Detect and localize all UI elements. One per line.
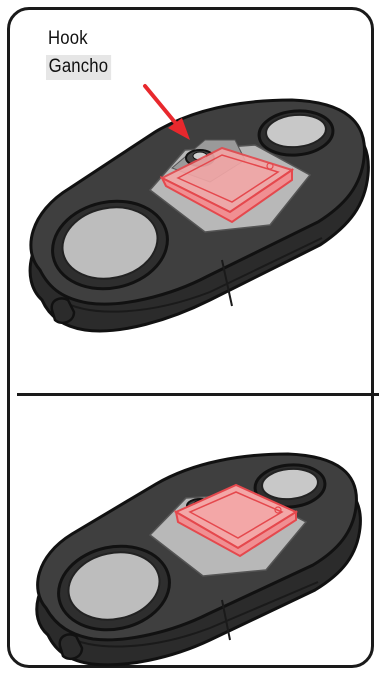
top-panel	[30, 86, 368, 331]
bottom-panel	[37, 454, 361, 665]
panel-divider	[17, 393, 379, 396]
